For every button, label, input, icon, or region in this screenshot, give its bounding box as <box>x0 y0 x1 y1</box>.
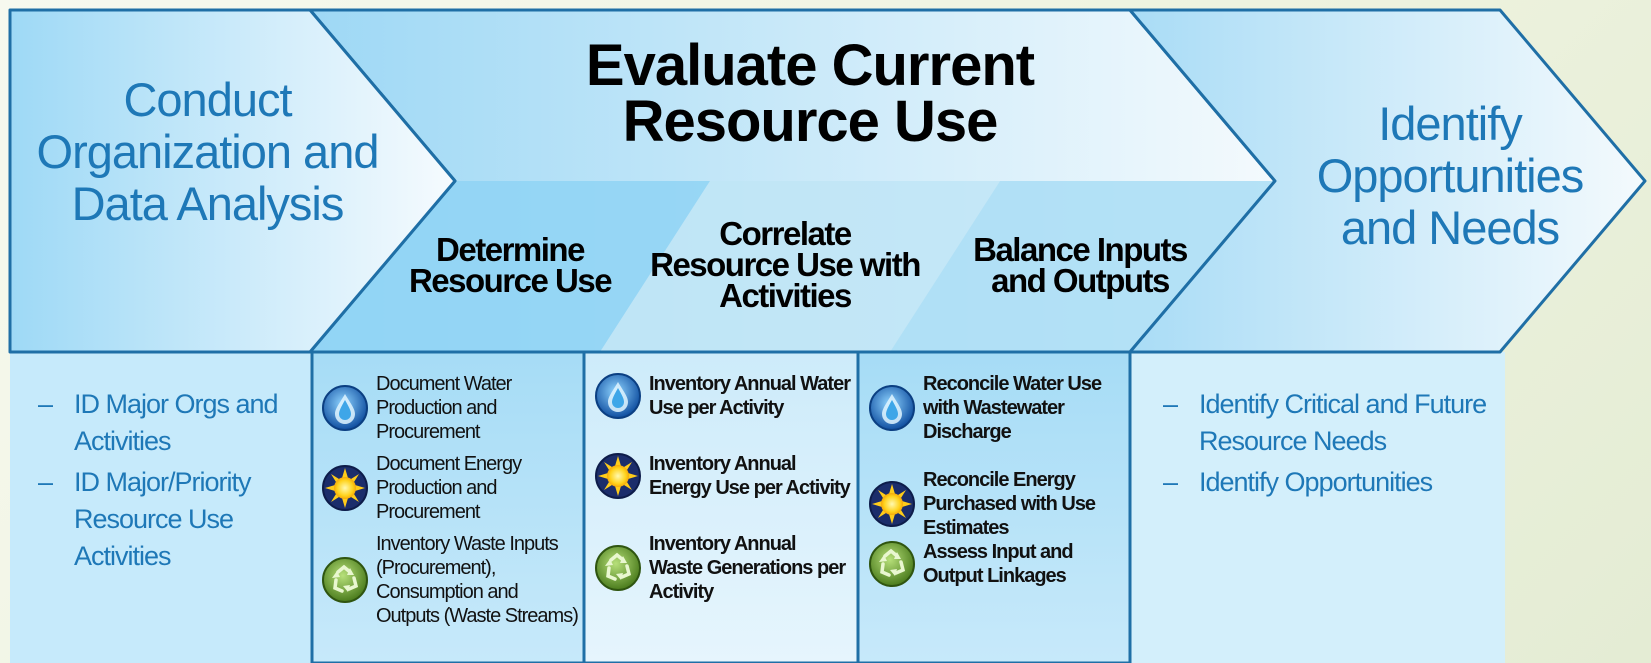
item-text: Assess Input and Output Linkages <box>923 541 1074 587</box>
item-text: Document Water Production and Procuremen… <box>376 373 512 443</box>
right-bullet-list: –Identify Critical and Future Resource N… <box>1163 386 1493 505</box>
right-bullet-item: –Identify Opportunities <box>1163 464 1493 501</box>
substep-balance-title: Balance Inputs and Outputs <box>973 231 1188 299</box>
sun-icon <box>594 452 642 500</box>
right-bullet-item: –Identify Critical and Future Resource N… <box>1163 386 1493 460</box>
item-text: Inventory Annual Energy Use per Activity <box>649 453 851 499</box>
column-1-item-water: Document Water Production and Procuremen… <box>321 372 576 444</box>
right-bullet-text: Identify Critical and Future Resource Ne… <box>1199 389 1487 456</box>
bullet-dash: – <box>1163 467 1178 497</box>
column-2-item-waste: Inventory Annual Waste Generations per A… <box>594 532 852 604</box>
item-text: Inventory Annual Water Use per Activity <box>649 373 851 419</box>
sun-icon <box>868 480 916 528</box>
right-bullet-text: Identify Opportunities <box>1199 467 1433 497</box>
left-bullet-item: –ID Major Orgs and Activities <box>38 386 288 460</box>
column-3-item-energy: Reconcile Energy Purchased with Use Esti… <box>868 468 1126 540</box>
left-bullet-item: –ID Major/Priority Resource Use Activiti… <box>38 464 288 575</box>
bullet-dash: – <box>38 467 53 497</box>
item-text: Reconcile Water Use with Wastewater Disc… <box>923 373 1102 443</box>
step-center-title: Evaluate Current Resource Use <box>585 33 1035 154</box>
column-2-item-water: Inventory Annual Water Use per Activity <box>594 372 852 420</box>
left-bullet-text: ID Major/Priority Resource Use Activitie… <box>74 467 252 571</box>
item-text: Reconcile Energy Purchased with Use Esti… <box>923 469 1096 539</box>
substep-correlate-title: Correlate Resource Use with Activities <box>650 215 921 314</box>
column-3-item-linkages: Assess Input and Output Linkages <box>868 540 1126 588</box>
water-icon <box>321 384 369 432</box>
left-bullet-text: ID Major Orgs and Activities <box>74 389 279 456</box>
sun-icon <box>321 464 369 512</box>
left-bullet-list: –ID Major Orgs and Activities –ID Major/… <box>38 386 288 579</box>
step-right-title: Identify Opportunities and Needs <box>1316 97 1585 254</box>
water-icon <box>594 372 642 420</box>
item-text: Inventory Annual Waste Generations per A… <box>649 533 846 603</box>
substep-determine-title: Determine Resource Use <box>408 231 613 299</box>
recycle-icon <box>321 556 369 604</box>
bullet-dash: – <box>38 389 53 419</box>
recycle-icon <box>594 544 642 592</box>
recycle-icon <box>868 540 916 588</box>
column-1-item-waste: Inventory Waste Inputs (Procurement), Co… <box>321 532 579 628</box>
bullet-dash: – <box>1163 389 1178 419</box>
step-left-title: Conduct Organization and Data Analysis <box>36 73 380 230</box>
item-text: Inventory Waste Inputs (Procurement), Co… <box>376 533 579 627</box>
water-icon <box>868 384 916 432</box>
item-text: Document Energy Production and Procureme… <box>376 453 522 523</box>
column-2-item-energy: Inventory Annual Energy Use per Activity <box>594 452 852 500</box>
column-3-item-water: Reconcile Water Use with Wastewater Disc… <box>868 372 1126 444</box>
column-1-item-energy: Document Energy Production and Procureme… <box>321 452 576 524</box>
